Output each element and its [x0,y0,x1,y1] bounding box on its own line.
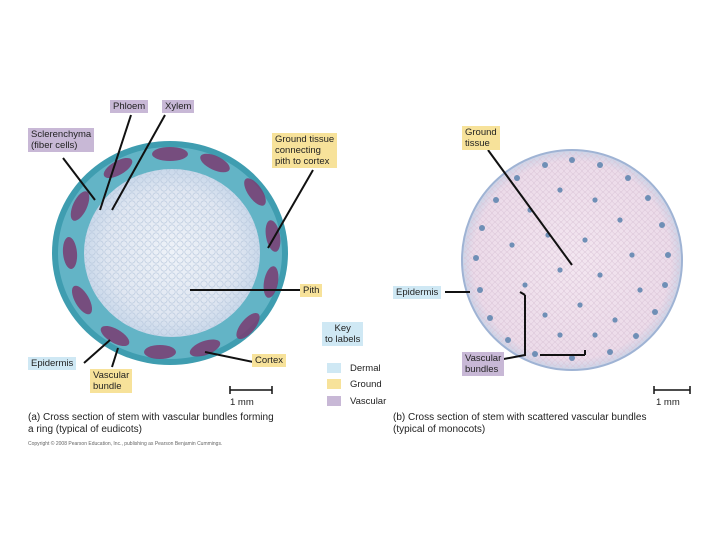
scale-label-a: 1 mm [230,397,254,408]
leader-lines-a [62,114,314,368]
label-phloem: Phloem [110,100,149,113]
eudicot-stem-image [52,141,288,365]
label-ground-tissue-connecting: Ground tissue connecting pith to cortex [272,133,338,168]
copyright-text: Copyright © 2008 Pearson Education, Inc.… [28,441,223,447]
scale-label-b: 1 mm [656,397,680,408]
key-title: Key to labels [322,322,364,346]
caption-b: (b) Cross section of stem with scattered… [393,412,647,435]
label-vascular-bundle: Vascular bundle [90,369,133,393]
label-xylem: Xylem [162,100,195,113]
key-label-dermal: Dermal [350,363,381,374]
label-epidermis-a: Epidermis [28,357,77,370]
label-pith: Pith [300,284,323,297]
scale-bars [229,386,691,394]
label-ground-tissue-b: Ground tissue [462,126,500,150]
key-label-ground: Ground [350,379,382,390]
scattered-vascular-bundles [473,157,671,361]
key-swatch-dermal [327,363,341,373]
label-vascular-bundles-b: Vascular bundles [462,352,505,376]
key-label-vascular: Vascular [350,396,387,407]
key-swatch-ground [327,379,341,389]
caption-a: (a) Cross section of stem with vascular … [28,412,274,435]
monocot-stem-image [461,149,683,371]
key-swatch-vascular [327,396,341,406]
label-cortex: Cortex [252,354,286,367]
label-sclerenchyma: Sclerenchyma (fiber cells) [28,128,95,152]
label-epidermis-b: Epidermis [393,286,442,299]
